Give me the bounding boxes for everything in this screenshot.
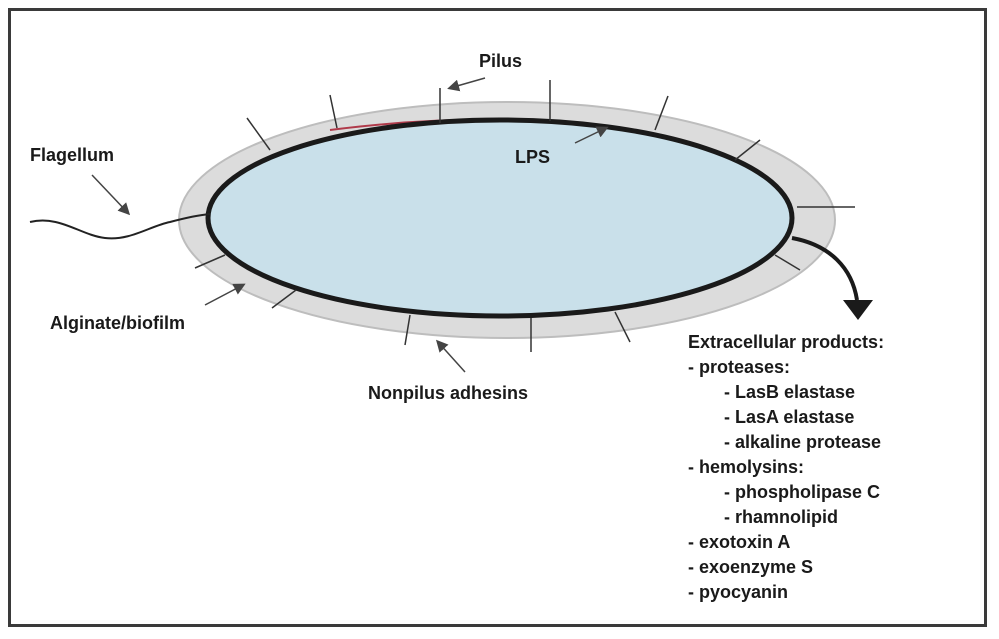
product-item: - LasA elastase [688,405,884,430]
product-item: - alkaline protease [688,430,884,455]
alginate-pointer [205,285,243,305]
product-item: - pyocyanin [688,580,884,605]
lps-label: LPS [515,148,550,166]
secretion-arrowhead [843,300,873,320]
product-item: - exotoxin A [688,530,884,555]
product-item: - hemolysins: [688,455,884,480]
pilus-pointer [450,78,485,88]
cell-body [208,120,792,316]
nonpilus-pointer [438,342,465,372]
product-item: - LasB elastase [688,380,884,405]
extracellular-products-list: Extracellular products: - proteases: - L… [688,330,884,605]
products-heading: Extracellular products: [688,330,884,355]
flagellum-label: Flagellum [30,146,114,164]
pilus-label: Pilus [479,52,522,70]
product-item: - rhamnolipid [688,505,884,530]
product-item: - exoenzyme S [688,555,884,580]
alginate-label: Alginate/biofilm [50,314,185,332]
product-item: - proteases: [688,355,884,380]
product-item: - phospholipase C [688,480,884,505]
flagellum-pointer [92,175,128,213]
nonpilus-label: Nonpilus adhesins [368,384,528,402]
